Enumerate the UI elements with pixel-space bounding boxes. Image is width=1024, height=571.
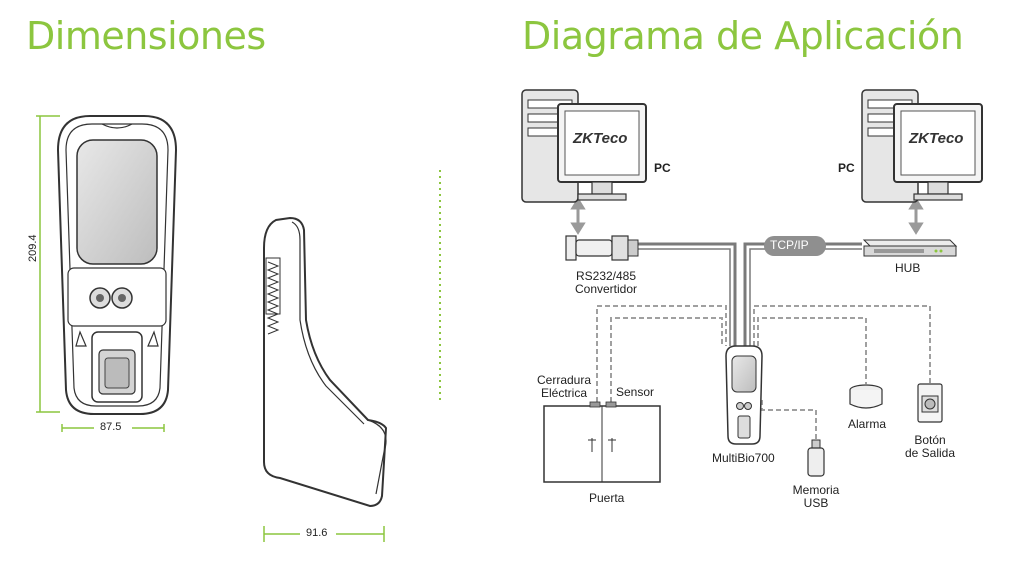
converter-label-line2: Convertidor	[574, 282, 638, 296]
front-width-label: 87.5	[100, 421, 122, 433]
device-side-view	[263, 216, 388, 508]
side-width-dimension	[263, 526, 385, 542]
hub-label: HUB	[895, 261, 921, 275]
handle-right-icon	[608, 438, 616, 452]
brand-logo-right: ZKTeco	[909, 130, 964, 147]
lock-label-line2: Eléctrica	[540, 386, 587, 400]
handle-left-icon	[588, 438, 596, 452]
tcpip-label: TCP/IP	[770, 238, 809, 252]
converter-label: RS232/485 Convertidor	[570, 270, 642, 296]
pc-right-label: PC	[838, 161, 855, 175]
lock-label-line1: Cerradura	[536, 373, 592, 387]
door	[543, 401, 661, 483]
tcpip-pill	[764, 236, 826, 256]
hub-icon	[862, 239, 958, 257]
height-dimension-label: 209.4	[27, 234, 39, 262]
electric-lock	[589, 401, 601, 408]
usb-stick-icon	[807, 439, 825, 477]
network-cables	[638, 242, 862, 346]
front-width-dimension	[61, 424, 165, 432]
side-width-label: 91.6	[306, 527, 328, 539]
pc-left	[521, 89, 647, 203]
device-front-view	[56, 115, 178, 415]
exit-button-icon	[917, 383, 943, 423]
alarm-label: Alarma	[848, 417, 887, 431]
device-label: MultiBio700	[712, 451, 775, 465]
multibio700-device	[725, 345, 763, 445]
door-sensor	[605, 401, 617, 408]
rs232-converter-icon	[565, 235, 639, 261]
exit-label-line2: de Salida	[904, 446, 956, 460]
converter-label-line1: RS232/485	[575, 269, 637, 283]
application-diagram-heading: Diagrama de Aplicación	[522, 14, 964, 58]
exit-label-line1: Botón	[914, 433, 946, 447]
usb-label: Memoria USB	[788, 484, 844, 510]
electric-lock-label: Cerradura Eléctrica	[536, 374, 592, 400]
door-label: Puerta	[589, 491, 625, 505]
dimensions-heading: Dimensiones	[26, 14, 266, 58]
exit-button-label: Botón de Salida	[900, 434, 960, 460]
usb-label-line1: Memoria	[792, 483, 840, 497]
pc-links	[570, 197, 924, 235]
brand-logo-left: ZKTeco	[573, 130, 628, 147]
dashed-wiring	[596, 305, 931, 442]
screen	[76, 139, 158, 265]
pc-right	[861, 89, 983, 203]
sensor-label: Sensor	[616, 385, 655, 399]
alarm-icon	[849, 384, 883, 409]
pc-left-label: PC	[654, 161, 671, 175]
height-dimension	[36, 115, 60, 413]
usb-label-line2: USB	[803, 496, 829, 510]
